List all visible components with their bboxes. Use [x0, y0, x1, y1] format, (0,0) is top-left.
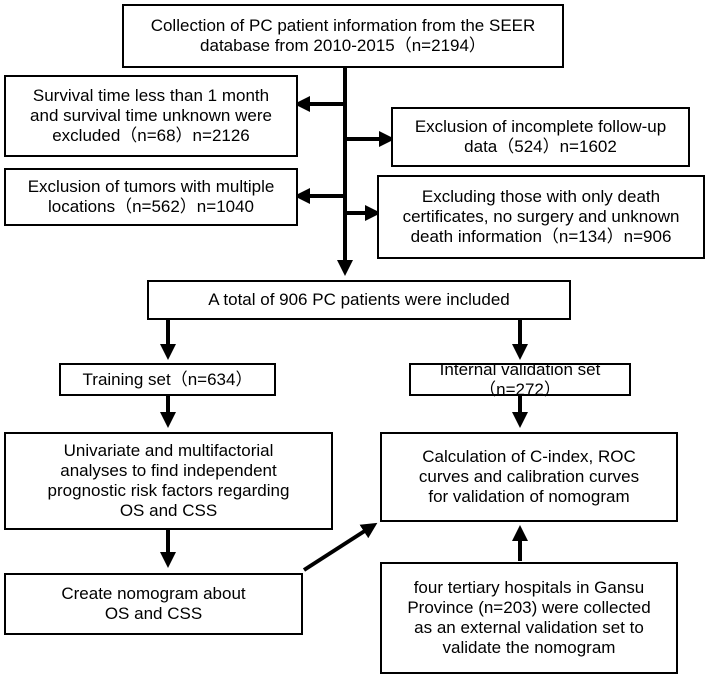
followup-exclusion-box: Exclusion of incomplete follow-up data（5…: [391, 107, 690, 167]
survival-exclusion-text: Survival time less than 1 month and surv…: [30, 86, 272, 145]
external-validation-box: four tertiary hospitals in Gansu Provinc…: [380, 562, 678, 674]
internal-validation-text: Internal validation set（n=272）: [439, 359, 601, 399]
univariate-box: Univariate and multifactorial analyses t…: [4, 432, 333, 530]
external-validation-text: four tertiary hospitals in Gansu Provinc…: [407, 578, 651, 657]
total-included-text: A total of 906 PC patients were included: [208, 290, 510, 309]
collection-box: Collection of PC patient information fro…: [122, 4, 564, 68]
multiloc-exclusion-text: Exclusion of tumors with multiple locati…: [27, 177, 275, 216]
collection-text: Collection of PC patient information fro…: [150, 16, 536, 55]
followup-exclusion-text: Exclusion of incomplete follow-up data（5…: [414, 117, 667, 156]
training-set-box: Training set（n=634）: [59, 363, 276, 396]
deathcert-exclusion-text: Excluding those with only death certific…: [402, 187, 680, 246]
survival-exclusion-box: Survival time less than 1 month and surv…: [4, 75, 298, 157]
total-included-box: A total of 906 PC patients were included: [147, 280, 571, 320]
cindex-box: Calculation of C-index, ROC curves and c…: [380, 432, 678, 522]
deathcert-exclusion-box: Excluding those with only death certific…: [377, 175, 705, 259]
cindex-text: Calculation of C-index, ROC curves and c…: [418, 447, 640, 506]
training-set-text: Training set（n=634）: [82, 369, 253, 389]
internal-validation-box: Internal validation set（n=272）: [409, 360, 631, 399]
multiloc-exclusion-box: Exclusion of tumors with multiple locati…: [4, 168, 298, 226]
nomogram-box: Create nomogram about OS and CSS: [4, 573, 303, 635]
nomogram-text: Create nomogram about OS and CSS: [61, 584, 246, 623]
univariate-text: Univariate and multifactorial analyses t…: [47, 441, 290, 520]
arrow-nomogram-to-cindex: [302, 522, 378, 572]
